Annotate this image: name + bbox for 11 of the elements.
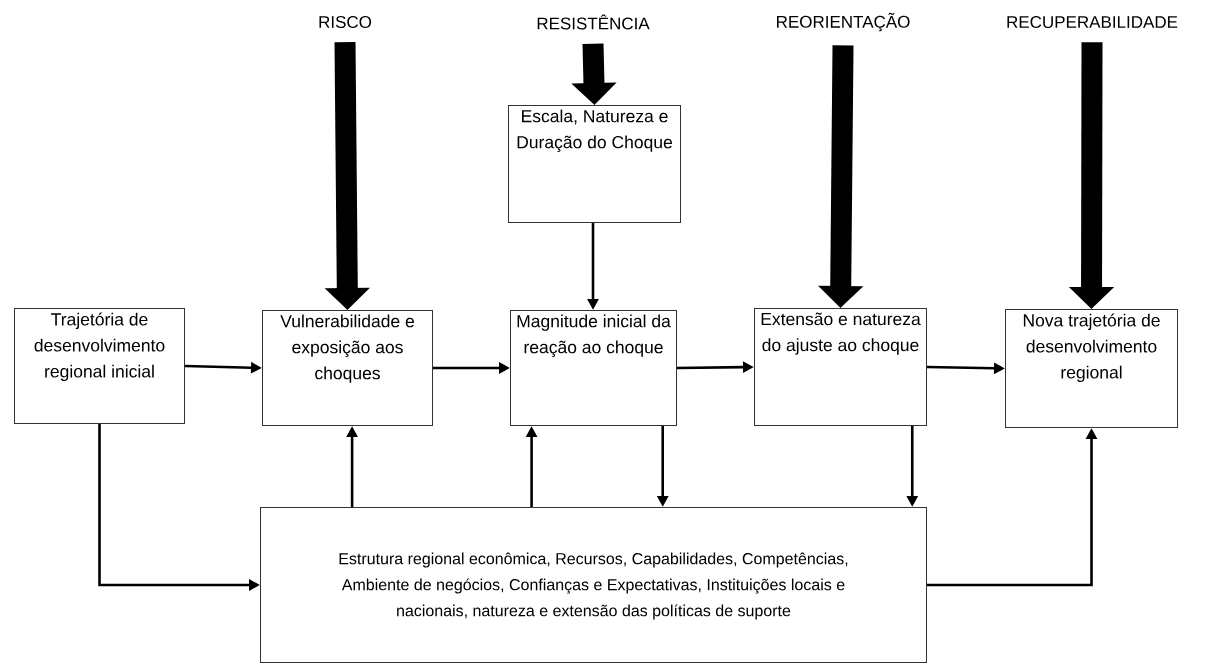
process-box: Trajetória de desenvolvimento regional inicial bbox=[14, 308, 185, 424]
process-box: Extensão e natureza do ajuste ao choque bbox=[754, 308, 927, 426]
process-box: Estrutura regional econômica, Recursos, Capabilidades, Competências, Ambiente de negócios, Confianças e Expectativas, Instituições locais e nacionais, natureza e extensão das políticas de suporte bbox=[260, 507, 927, 663]
process-box: Escala, Natureza e Duração do Choque bbox=[508, 105, 681, 223]
stage-label: RISCO bbox=[319, 16, 372, 29]
process-box: Nova trajetória de desenvolvimento regional bbox=[1005, 309, 1178, 428]
stage-label: RECUPERABILIDADE bbox=[1007, 16, 1178, 29]
process-box: Magnitude inicial da reação ao choque bbox=[510, 310, 677, 426]
stage-label: RESISTÊNCIA bbox=[537, 14, 650, 30]
stage-label: REORIENTAÇÃO bbox=[777, 12, 910, 32]
process-box: Vulnerabilidade e exposição aos choques bbox=[262, 310, 433, 426]
